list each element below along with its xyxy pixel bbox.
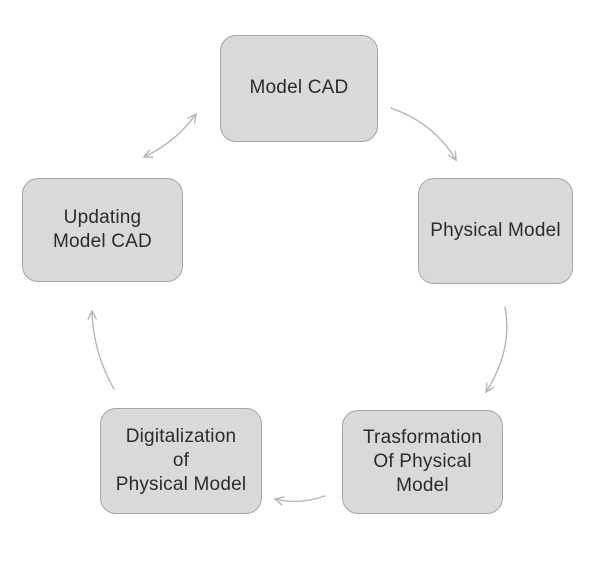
node-updating-model-cad-label: Updating Model CAD — [53, 206, 152, 252]
arrow-digitalization-to-updating-model-cad — [87, 309, 115, 390]
arrow-physical-model-to-trasformation — [485, 306, 508, 394]
arrow-model-cad-to-physical-model — [390, 107, 457, 162]
node-physical-model: Physical Model — [418, 178, 573, 284]
node-model-cad-label: Model CAD — [249, 77, 349, 99]
node-updating-model-cad: Updating Model CAD — [22, 178, 183, 282]
arrow-updating-model-cad-to-model-cad-double — [142, 112, 197, 158]
node-trasformation-of-physical-model: Trasformation Of Physical Model — [342, 410, 503, 514]
node-digitalization-of-physical-model: Digitalization of Physical Model — [100, 408, 262, 514]
node-digitalization-of-physical-model-label: Digitalization of Physical Model — [115, 425, 247, 496]
arrow-trasformation-to-digitalization — [273, 495, 326, 506]
node-trasformation-of-physical-model-label: Trasformation Of Physical Model — [362, 426, 483, 497]
node-physical-model-label: Physical Model — [430, 219, 561, 241]
node-model-cad: Model CAD — [220, 35, 378, 142]
